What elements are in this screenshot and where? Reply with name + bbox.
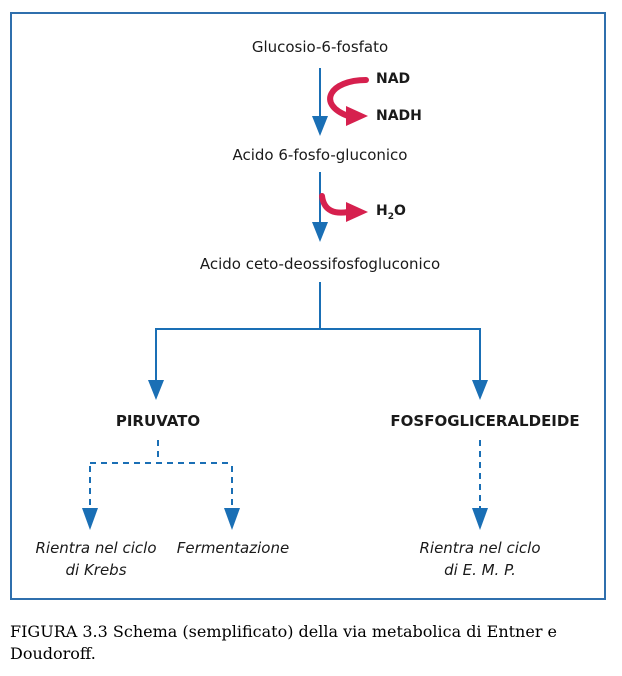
node-glucose-6-phosphate: Glucosio-6-fosfato: [251, 38, 389, 56]
split-connector: [156, 282, 480, 330]
figure-panel: [10, 12, 606, 600]
figure-caption: FIGURA 3.3 Schema (semplificato) della v…: [10, 622, 558, 663]
cofactor-water: H2O: [376, 203, 406, 222]
water-subscript: 2: [387, 211, 394, 222]
dashed-arrow-to-krebs: [82, 466, 98, 530]
node-glyceraldehyde-phosphate: FOSFOGLICERALDEIDE: [390, 412, 580, 430]
dashed-arrow-to-fermentation: [224, 466, 240, 530]
nad-to-nadh-curved-arrow: [327, 77, 369, 126]
arrow-to-g3p: [472, 328, 488, 400]
water-h: H: [376, 203, 388, 219]
node-6-phosphogluconate: Acido 6-fosfo-gluconico: [232, 146, 408, 164]
dashed-split-pyruvate: [90, 440, 232, 464]
water-curved-arrow: [319, 193, 368, 222]
node-krebs-line1: Rientra nel ciclo: [35, 539, 157, 557]
cofactor-nad: NAD: [376, 71, 411, 87]
node-fermentation: Fermentazione: [176, 539, 290, 557]
dashed-arrow-to-emp: [472, 440, 488, 530]
cofactor-nadh: NADH: [376, 108, 422, 124]
node-emp: Rientra nel ciclo di E. M. P.: [412, 537, 548, 581]
node-emp-line1: Rientra nel ciclo: [419, 539, 541, 557]
arrow-to-pyruvate: [148, 328, 164, 400]
node-kdpg: Acido ceto-deossifosfogluconico: [199, 255, 441, 273]
water-o: O: [393, 203, 406, 219]
node-pyruvate: PIRUVATO: [115, 412, 201, 430]
node-krebs: Rientra nel ciclo di Krebs: [28, 537, 164, 581]
arrow-glucose-to-gluconate: [312, 68, 328, 136]
node-emp-line2: di E. M. P.: [444, 561, 516, 579]
node-krebs-line2: di Krebs: [65, 561, 127, 579]
